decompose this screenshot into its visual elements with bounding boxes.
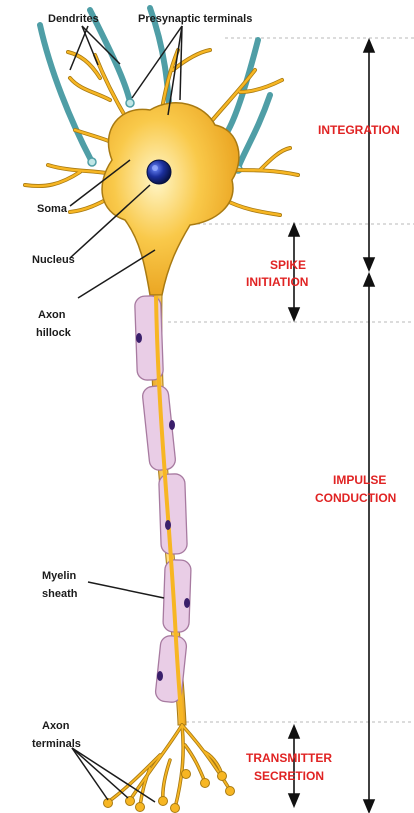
- zone-impulse-line1: IMPULSE: [333, 473, 386, 487]
- label-axon-terminals-line2: terminals: [32, 738, 81, 750]
- zone-arrows: [289, 40, 374, 812]
- zone-spike-line1: SPIKE: [270, 258, 306, 272]
- label-axon-hillock-line1: Axon: [38, 309, 66, 321]
- soma-body: [102, 103, 239, 295]
- label-axon-hillock-line2: hillock: [36, 327, 72, 339]
- label-soma: Soma: [37, 203, 68, 215]
- label-nucleus: Nucleus: [32, 254, 75, 266]
- zone-impulse-line2: CONDUCTION: [315, 491, 396, 505]
- zone-spike-line2: INITIATION: [246, 275, 308, 289]
- label-myelin-line2: sheath: [42, 588, 78, 600]
- zone-integration: INTEGRATION: [318, 123, 400, 137]
- zone-transmitter-line2: SECRETION: [254, 769, 324, 783]
- nucleus-shape: [147, 160, 171, 184]
- zone-transmitter-line1: TRANSMITTER: [246, 751, 332, 765]
- label-myelin-line1: Myelin: [42, 570, 77, 582]
- label-dendrites: Dendrites: [48, 13, 99, 25]
- label-axon-terminals-line1: Axon: [42, 720, 70, 732]
- myelin-segments: [135, 296, 192, 704]
- label-presynaptic-terminals: Presynaptic terminals: [138, 13, 252, 25]
